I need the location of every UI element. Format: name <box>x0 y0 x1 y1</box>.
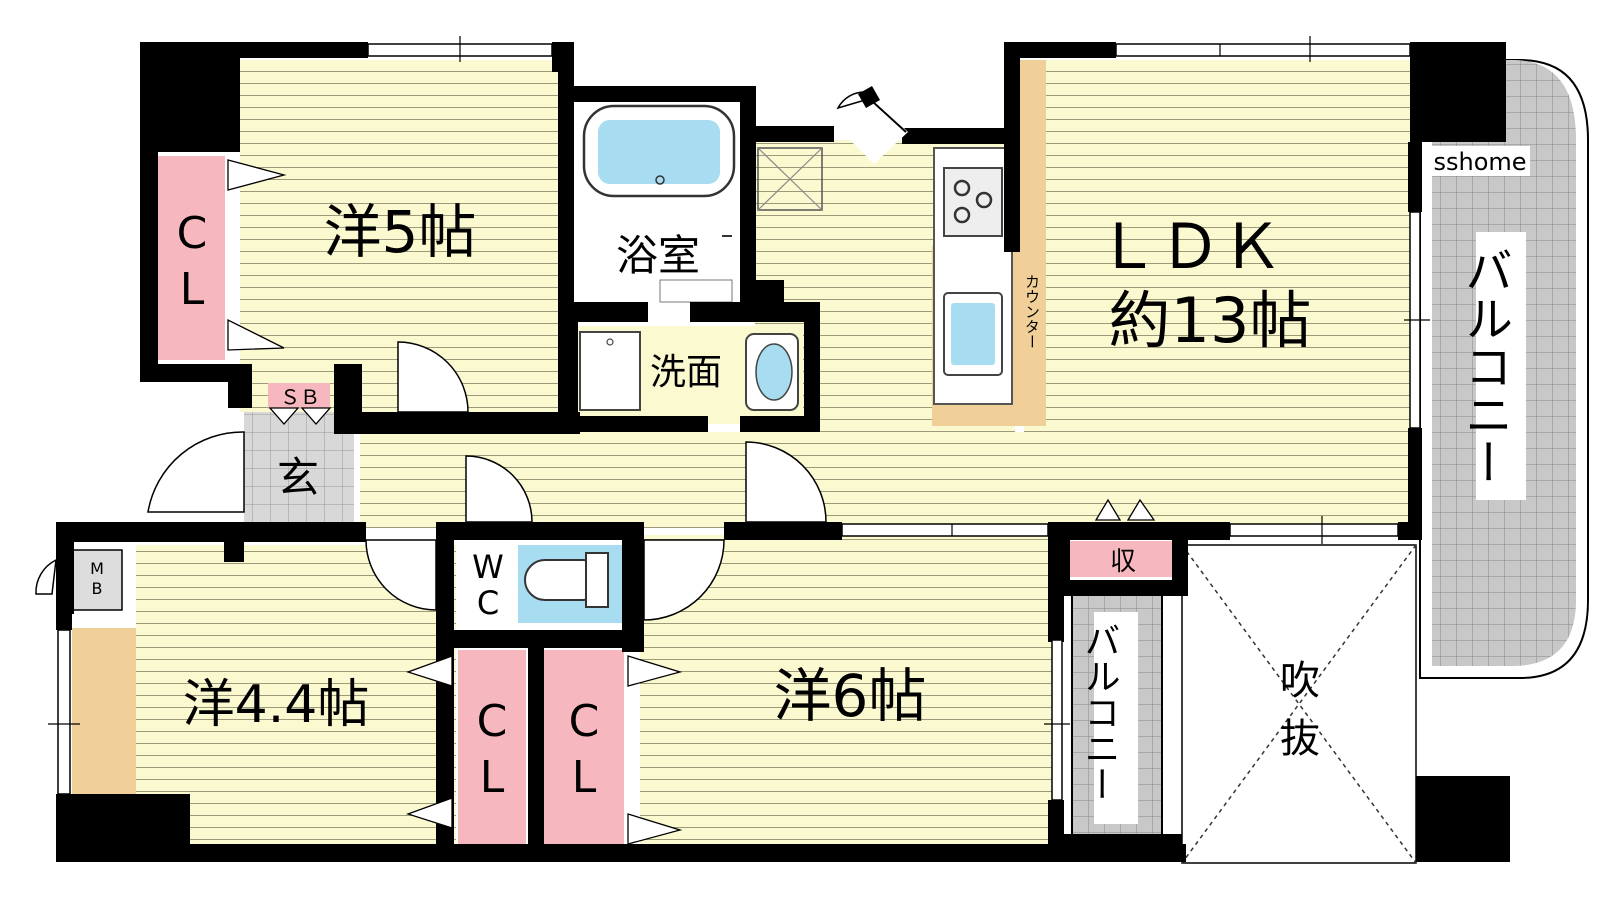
burner-icon <box>953 179 971 197</box>
room-label-storage: 収 <box>1110 547 1136 577</box>
closet-western-6 <box>544 650 624 855</box>
closet-label-top: C <box>177 208 208 259</box>
closet-western-44 <box>458 650 526 855</box>
burner-icon <box>975 191 993 209</box>
doors <box>35 90 908 621</box>
balcony-small-label: バルコニー <box>1079 622 1120 802</box>
wash-basin-bowl <box>755 343 793 401</box>
room-label-western-5: 洋5帖 <box>324 198 477 266</box>
room-label-meter-box-top: M <box>90 559 104 578</box>
washing-machine-space <box>579 331 641 411</box>
closet-western-5 <box>157 156 225 360</box>
room-label-western-44: 洋4.4帖 <box>183 675 370 735</box>
closet-doors <box>227 159 1156 845</box>
drain-icon <box>606 338 614 346</box>
atrium-label-bottom: 抜 <box>1280 716 1320 762</box>
counter-label: カウンター <box>1023 274 1041 349</box>
room-ldk-floor <box>1024 60 1417 525</box>
closet-label-bottom: L <box>480 752 505 803</box>
room-label-shoe-box: ＳＢ <box>280 385 320 409</box>
balcony-main-label-bg <box>1476 232 1526 500</box>
toilet-tank <box>585 552 609 608</box>
room-label-wc-top: W <box>472 548 504 586</box>
room-western-6-floor <box>640 535 1055 857</box>
atrium <box>1181 544 1417 864</box>
storage-box <box>1070 541 1176 577</box>
stove <box>943 167 1003 237</box>
room-label-wc-bottom: C <box>477 584 499 622</box>
room-label-ldk-name: ＬＤＫ <box>1097 210 1283 283</box>
bath-step <box>659 279 733 303</box>
storage-western-44 <box>72 628 136 794</box>
room-label-western-6: 洋6帖 <box>774 662 927 730</box>
door-hinge <box>858 86 880 108</box>
room-label-meter-box-bottom: B <box>92 579 103 598</box>
hallway-floor <box>360 432 1040 528</box>
fridge-space <box>757 147 823 211</box>
closet-label-bottom: L <box>572 752 597 803</box>
balcony-main-label: バルコニー <box>1456 246 1512 486</box>
drain-icon <box>655 175 665 185</box>
window-mullions <box>48 36 1430 725</box>
bathtub-water <box>598 120 720 184</box>
floor-areas <box>136 60 1417 857</box>
shoe-box <box>268 383 330 409</box>
watermark-bg <box>1430 146 1530 176</box>
sink-basin <box>951 303 995 365</box>
burner-icon <box>953 206 971 224</box>
balcony-small-label-bg <box>1094 612 1138 824</box>
room-label-bath: 浴室 <box>616 231 700 280</box>
closet-label-top: C <box>569 696 600 747</box>
room-label-washroom: 洗面 <box>650 352 722 393</box>
room-label-ldk-size: 約13帖 <box>1109 284 1312 357</box>
walls <box>56 42 1510 862</box>
atrium-label-top: 吹 <box>1280 658 1320 704</box>
closet-label-bottom: L <box>180 264 205 315</box>
room-label-entrance: 玄 <box>277 453 319 502</box>
watermark: sshome <box>1433 148 1526 176</box>
closet-label-top: C <box>477 696 508 747</box>
